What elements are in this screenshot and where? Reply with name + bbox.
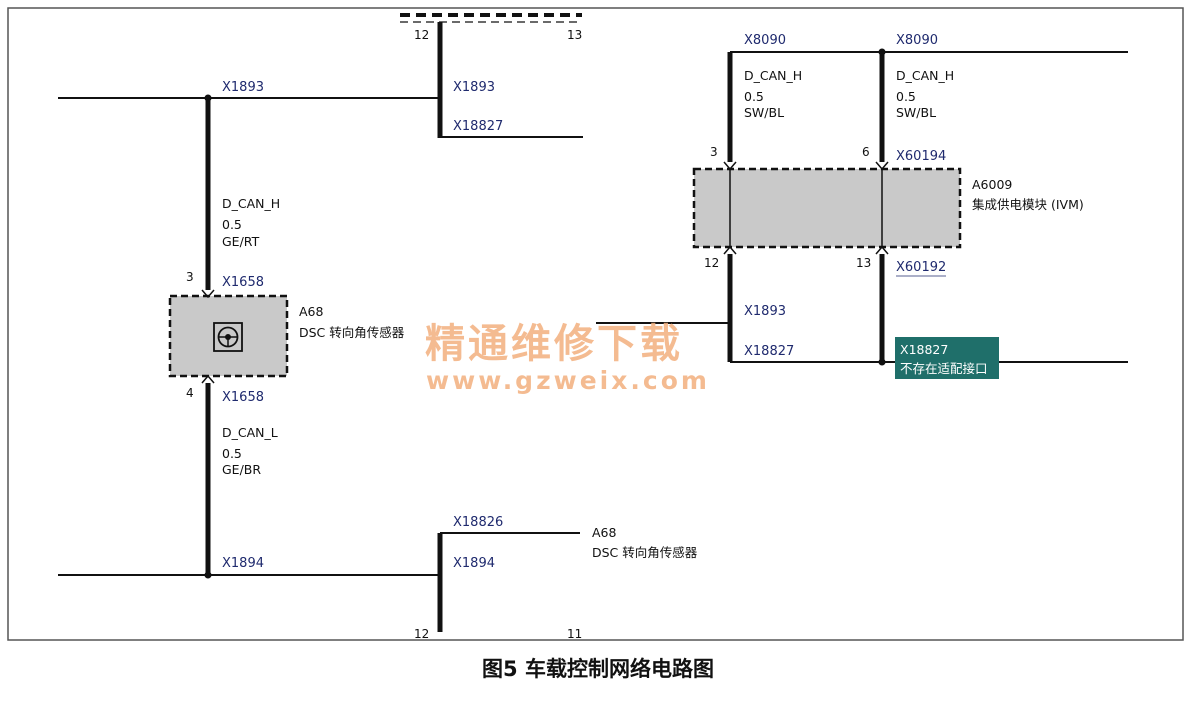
ivm-pin-12: 12 — [704, 256, 719, 270]
watermark-title: 精通维修下载 — [425, 321, 683, 367]
conn-x60192: X60192 — [896, 260, 946, 275]
wire-color-can-h-b: SW/BL — [896, 105, 936, 120]
ivm-pin-marker-13 — [875, 245, 889, 255]
wire-color-can-h-a: SW/BL — [744, 105, 784, 120]
conn-x18826: X18826 — [453, 515, 503, 530]
pin-13-top: 13 — [567, 28, 582, 42]
ref-a68-id: A68 — [592, 525, 617, 540]
signal-d-can-h-b: D_CAN_H — [896, 68, 954, 83]
junction-x8090 — [878, 48, 886, 56]
module-id-a6009: A6009 — [972, 177, 1012, 192]
conn-x18827: X18827 — [453, 119, 503, 134]
figure-caption: 图5 车载控制网络电路图 — [482, 657, 714, 681]
conn-x1893-right: X1893 — [453, 80, 495, 95]
conn-x60194: X60194 — [896, 149, 946, 164]
x18827-tag[interactable] — [895, 337, 999, 379]
ivm-pin-marker-12 — [723, 245, 737, 255]
tag-x18827-line1: X18827 — [900, 342, 948, 357]
conn-x8090-a: X8090 — [744, 33, 786, 48]
conn-x1658-bottom: X1658 — [222, 390, 264, 405]
diagram-frame — [7, 7, 1184, 641]
pin-12-top: 12 — [414, 28, 429, 42]
steering-wheel-icon — [213, 322, 243, 352]
conn-x8090-b: X8090 — [896, 33, 938, 48]
ivm-pin-6: 6 — [862, 145, 870, 159]
ivm-module-box — [692, 167, 962, 249]
pin-3-dsc: 3 — [186, 270, 194, 284]
conn-x1893-top: X1893 — [222, 80, 264, 95]
wire-size-can-h-a: 0.5 — [744, 89, 764, 104]
ref-a68-name: DSC 转向角传感器 — [592, 545, 698, 560]
conn-x18827-ivm: X18827 — [744, 344, 794, 359]
pin-4-dsc: 4 — [186, 386, 194, 400]
pin-marker-3 — [201, 289, 215, 299]
pin-marker-4 — [201, 374, 215, 384]
ivm-pin-13: 13 — [856, 256, 871, 270]
signal-d-can-l: D_CAN_L — [222, 425, 278, 440]
wire-color-can-l: GE/BR — [222, 462, 261, 477]
module-id-a68: A68 — [299, 304, 324, 319]
ivm-pin-marker-6 — [875, 161, 889, 171]
conn-x1658-top: X1658 — [222, 275, 264, 290]
pin-11-bottom: 11 — [567, 627, 582, 641]
pin-12-bottom: 12 — [414, 627, 429, 641]
tag-x18827-line2: 不存在适配接口 — [900, 361, 988, 376]
conn-x1894-right: X1894 — [453, 556, 495, 571]
wire-color-can-h: GE/RT — [222, 234, 260, 249]
junction-x1893 — [204, 94, 212, 102]
watermark-url: www.gzweix.com — [426, 366, 710, 395]
junction-x18827 — [878, 358, 886, 366]
ivm-pin-marker-3 — [723, 161, 737, 171]
signal-d-can-h: D_CAN_H — [222, 196, 280, 211]
junction-x1894 — [204, 571, 212, 579]
conn-x1894-bottom: X1894 — [222, 556, 264, 571]
ivm-pin-3: 3 — [710, 145, 718, 159]
module-name-dsc: DSC 转向角传感器 — [299, 325, 405, 340]
module-name-ivm: 集成供电模块 (IVM) — [972, 197, 1084, 212]
conn-x1893-ivm: X1893 — [744, 304, 786, 319]
signal-d-can-h-a: D_CAN_H — [744, 68, 802, 83]
wire-size-can-l: 0.5 — [222, 446, 242, 461]
wire-size-can-h: 0.5 — [222, 217, 242, 232]
wire-size-can-h-b: 0.5 — [896, 89, 916, 104]
